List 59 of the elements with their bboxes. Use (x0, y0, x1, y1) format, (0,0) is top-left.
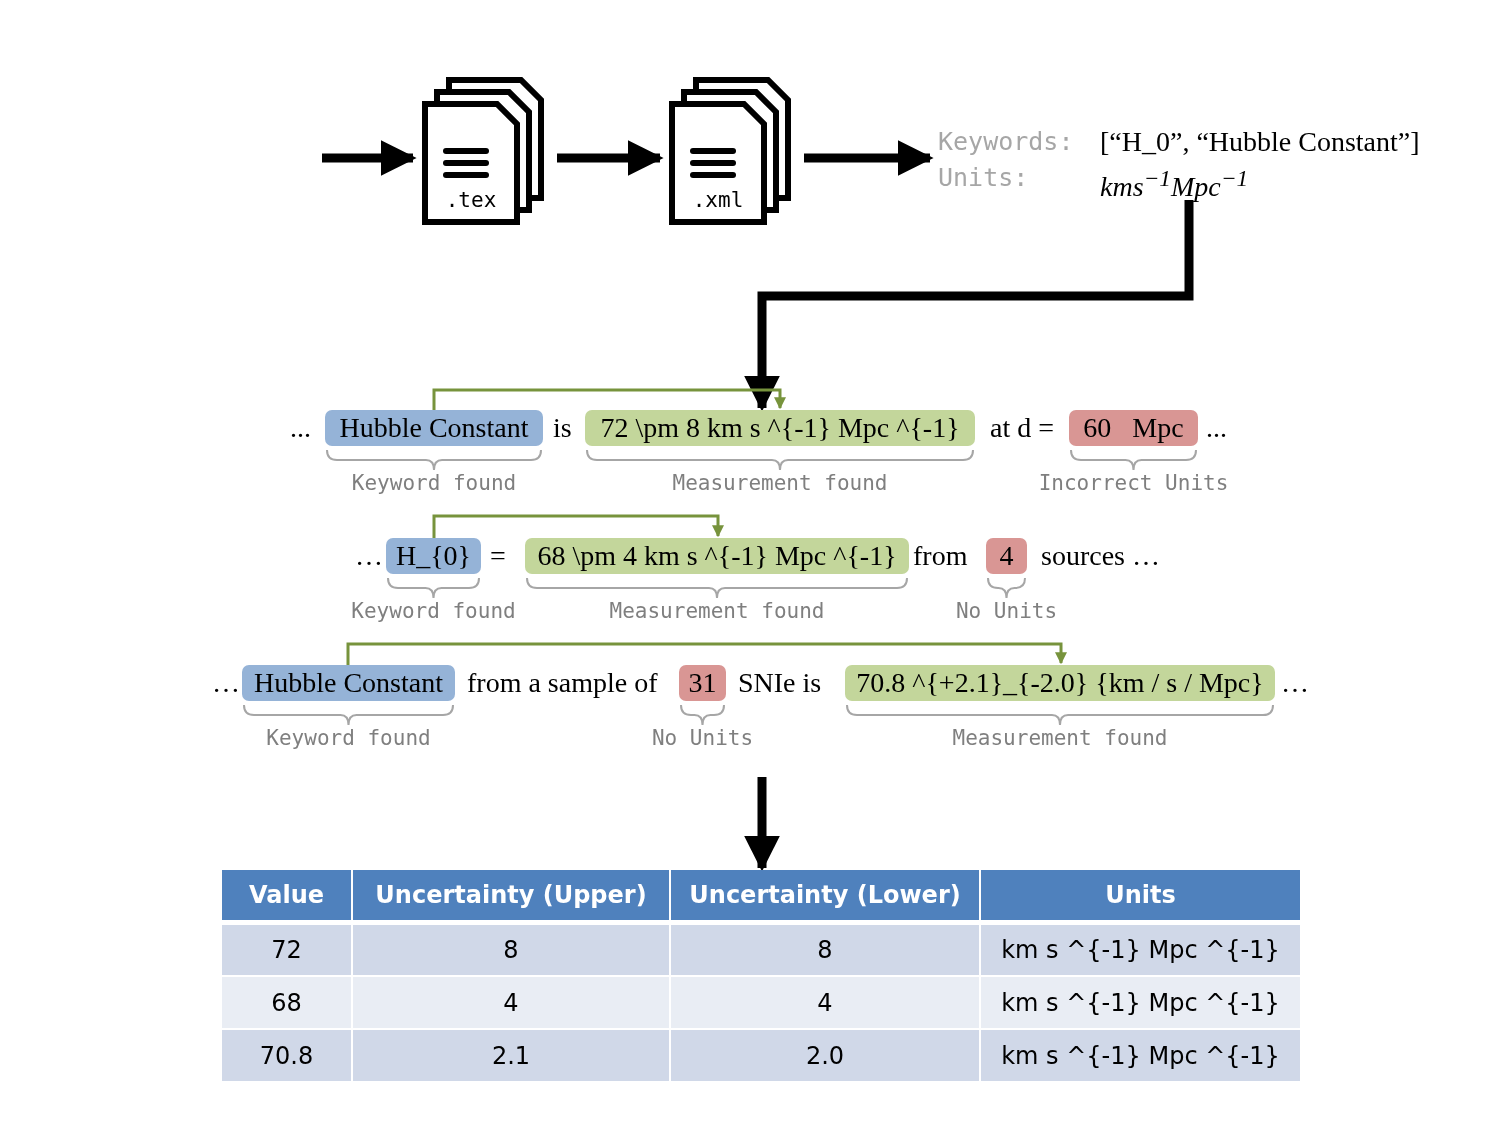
file-extension-label: .xml (691, 188, 745, 212)
sentence-text: … (1281, 666, 1309, 700)
annotation-label: Keyword found (265, 726, 432, 750)
table-cell: km s ^{-1} Mpc ^{-1} (981, 1030, 1300, 1081)
keyword-highlight: Hubble Constant (242, 665, 455, 701)
table-cell: 72 (222, 925, 351, 975)
annotation-label: Measurement found (608, 599, 826, 623)
sentence-text: … (355, 539, 383, 573)
arrow (322, 140, 417, 176)
sentence-text: = (490, 539, 506, 573)
annotation-label: Keyword found (350, 471, 518, 495)
field-label: Units: (938, 162, 1029, 194)
table-cell: 2.1 (353, 1030, 669, 1081)
annotation-label: No Units (650, 726, 755, 750)
keyword-value: [“H_0”, “Hubble Constant”] (1100, 125, 1420, 159)
measurement-highlight: 70.8 ^{+2.1}_{-2.0} {km / s / Mpc} (845, 665, 1275, 701)
table-cell: 4 (353, 977, 669, 1028)
annotation-label: Incorrect Units (1037, 471, 1230, 495)
sentence-text: SNIe is (738, 666, 822, 700)
sentence-text: from a sample of (467, 666, 658, 700)
sentence-text: from (913, 539, 968, 573)
arrow (744, 777, 780, 872)
sentence-text: ... (1206, 411, 1227, 445)
arrow (744, 200, 1194, 412)
table-header-cell: Uncertainty (Lower) (671, 870, 979, 920)
table-cell: km s ^{-1} Mpc ^{-1} (981, 925, 1300, 975)
sentence-text: is (553, 411, 572, 445)
table-cell: km s ^{-1} Mpc ^{-1} (981, 977, 1300, 1028)
units-highlight: 4 (986, 538, 1027, 574)
field-label: Keywords: (938, 126, 1074, 158)
annotation-label: Measurement found (671, 471, 889, 495)
sentence-text: sources … (1041, 539, 1160, 573)
sentence-text: … (212, 666, 240, 700)
table-cell: 8 (353, 925, 669, 975)
units-highlight: 60 Mpc (1069, 410, 1198, 446)
table-header-cell: Uncertainty (Upper) (353, 870, 669, 920)
units-highlight: 31 (679, 665, 726, 701)
table-cell: 68 (222, 977, 351, 1028)
table-cell: 2.0 (671, 1030, 979, 1081)
arrow (432, 514, 724, 538)
table-cell: 4 (671, 977, 979, 1028)
annotation-label: Measurement found (951, 726, 1169, 750)
data-table (222, 870, 1300, 1082)
measurement-highlight: 68 \pm 4 km s ^{-1} Mpc ^{-1} (525, 538, 909, 574)
arrow (804, 140, 934, 176)
measurement-highlight: 72 \pm 8 km s ^{-1} Mpc ^{-1} (585, 410, 975, 446)
table-cell: 70.8 (222, 1030, 351, 1081)
file-extension-label: .tex (444, 188, 498, 212)
sentence-text: ... (290, 411, 311, 445)
sentence-text: at d = (990, 411, 1054, 445)
keyword-highlight: H_{0} (386, 538, 481, 574)
table-cell: 8 (671, 925, 979, 975)
arrow (432, 388, 786, 410)
table-header-cell: Units (981, 870, 1300, 920)
arrow (346, 642, 1067, 665)
arrow (557, 140, 664, 176)
units-value: kms$^{−1}$Mpc$^{−1}$ (1100, 164, 1249, 205)
keyword-highlight: Hubble Constant (325, 410, 543, 446)
table-header-cell: Value (222, 870, 351, 920)
